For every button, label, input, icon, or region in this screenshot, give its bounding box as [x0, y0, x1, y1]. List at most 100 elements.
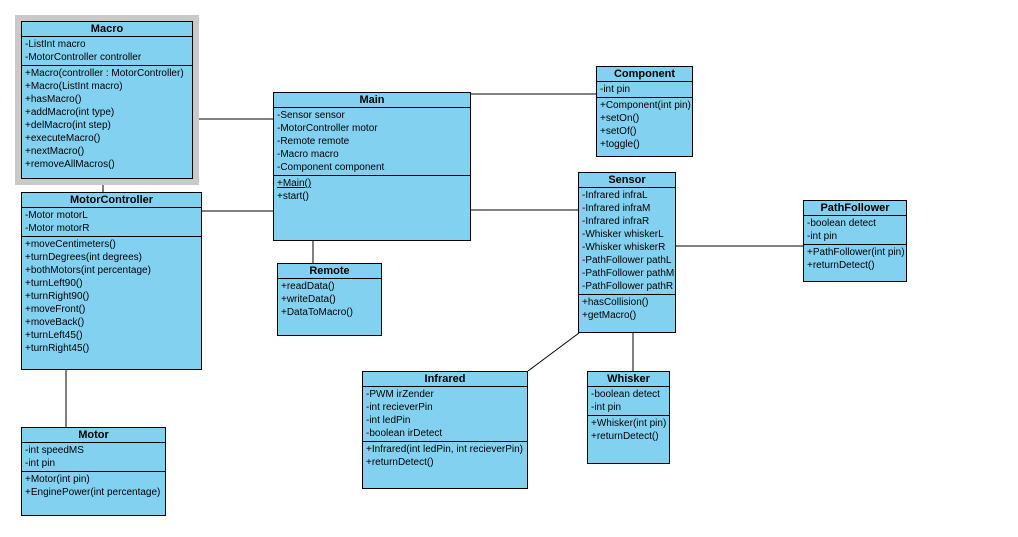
method-row: +removeAllMacros(): [25, 159, 115, 170]
method-row: +turnRight45(): [25, 343, 90, 354]
class-title: Remote: [278, 264, 381, 279]
method-row: +delMacro(int step): [25, 120, 111, 131]
methods-compartment: +Component(int pin) +setOn() +setOf() +t…: [597, 98, 692, 156]
method-row: +Infrared(int ledPin, int recieverPin): [366, 444, 524, 455]
attributes-compartment: -boolean detect -int pin: [588, 387, 669, 416]
attribute-row: -Macro macro: [277, 149, 339, 160]
method-row: +returnDetect(): [366, 457, 434, 468]
attribute-row: -int pin: [807, 231, 838, 242]
attributes-compartment: -Infrared infraL -Infrared infraM -Infra…: [579, 188, 675, 295]
attribute-row: -Infrared infraR: [582, 216, 650, 227]
method-row: +addMacro(int type): [25, 107, 115, 118]
attributes-compartment: -Motor motorL -Motor motorR: [22, 208, 201, 237]
methods-compartment: +PathFollower(int pin) +returnDetect(): [804, 245, 906, 281]
attribute-row: -PathFollower pathL: [582, 255, 672, 266]
method-row: +nextMacro(): [25, 146, 85, 157]
attribute-row: -Motor motorL: [25, 210, 88, 221]
attribute-row: -Sensor sensor: [277, 110, 345, 121]
class-infrared[interactable]: Infrared -PWM irZender -int recieverPin …: [362, 371, 528, 489]
attributes-compartment: -PWM irZender -int recieverPin -int ledP…: [363, 387, 527, 442]
class-component[interactable]: Component -int pin +Component(int pin) +…: [596, 66, 693, 157]
attribute-row: -MotorController motor: [277, 123, 378, 134]
class-whisker[interactable]: Whisker -boolean detect -int pin +Whiske…: [587, 371, 670, 464]
method-row: +getMacro(): [582, 310, 637, 321]
class-motorcontroller[interactable]: MotorController -Motor motorL -Motor mot…: [21, 192, 202, 370]
attribute-row: -Whisker whiskerL: [582, 229, 664, 240]
attribute-row: -Infrared infraL: [582, 190, 648, 201]
method-row: +turnLeft90(): [25, 278, 83, 289]
methods-compartment: +moveCentimeters() +turnDegrees(int degr…: [22, 237, 201, 369]
attribute-row: -boolean detect: [591, 389, 660, 400]
attribute-row: -Infrared infraM: [582, 203, 651, 214]
class-title: Whisker: [588, 372, 669, 387]
method-row: +toggle(): [600, 139, 640, 150]
method-row: +start(): [277, 191, 309, 202]
class-title: MotorController: [22, 193, 201, 208]
method-row: +turnDegrees(int degrees): [25, 252, 143, 263]
method-row: +Macro(controller : MotorController): [25, 68, 184, 79]
method-row: +turnRight90(): [25, 291, 90, 302]
method-row: +EnginePower(int percentage): [25, 487, 161, 498]
method-row: +readData(): [281, 281, 335, 292]
class-main[interactable]: Main -Sensor sensor -MotorController mot…: [273, 92, 471, 241]
attribute-row: -PathFollower pathR: [582, 281, 674, 292]
method-row: +moveFront(): [25, 304, 86, 315]
attribute-row: -int ledPin: [366, 415, 411, 426]
attribute-row: -ListInt macro: [25, 39, 86, 50]
attributes-compartment: -int speedMS -int pin: [22, 443, 165, 472]
class-macro[interactable]: Macro -ListInt macro -MotorController co…: [21, 21, 193, 179]
method-row: +hasMacro(): [25, 94, 82, 105]
method-row: +DataToMacro(): [281, 307, 353, 318]
class-title: Infrared: [363, 372, 527, 387]
method-row: +executeMacro(): [25, 133, 101, 144]
method-row: +writeData(): [281, 294, 336, 305]
class-remote[interactable]: Remote +readData() +writeData() +DataToM…: [277, 263, 382, 336]
method-row: +Main(): [274, 177, 470, 190]
attribute-row: -int recieverPin: [366, 402, 433, 413]
edge-sensor-infrared[interactable]: [527, 332, 580, 372]
method-row: +PathFollower(int pin): [807, 247, 905, 258]
class-sensor[interactable]: Sensor -Infrared infraL -Infrared infraM…: [578, 172, 676, 333]
attribute-row: -int speedMS: [25, 445, 84, 456]
method-row: +hasCollision(): [582, 297, 649, 308]
attribute-row: -Whisker whiskerR: [582, 242, 666, 253]
method-row: +Whisker(int pin): [591, 418, 667, 429]
methods-compartment: +Infrared(int ledPin, int recieverPin) +…: [363, 442, 527, 488]
attributes-compartment: -int pin: [597, 82, 692, 98]
method-row: +returnDetect(): [807, 260, 875, 271]
class-title: Sensor: [579, 173, 675, 188]
static-method-label: +Main(): [277, 178, 312, 189]
class-title: Component: [597, 67, 692, 82]
method-row: +bothMotors(int percentage): [25, 265, 151, 276]
attributes-compartment: -Sensor sensor -MotorController motor -R…: [274, 108, 470, 176]
methods-compartment: +Whisker(int pin) +returnDetect(): [588, 416, 669, 463]
method-row: +Motor(int pin): [25, 474, 90, 485]
methods-compartment: +Main() +start(): [274, 176, 470, 240]
class-title: Macro: [22, 22, 192, 37]
class-motor[interactable]: Motor -int speedMS -int pin +Motor(int p…: [21, 427, 166, 516]
method-row: +setOf(): [600, 126, 637, 137]
methods-compartment: +readData() +writeData() +DataToMacro(): [278, 279, 381, 335]
attribute-row: -PWM irZender: [366, 389, 434, 400]
method-row: +returnDetect(): [591, 431, 659, 442]
attribute-row: -int pin: [600, 84, 631, 95]
attributes-compartment: -boolean detect -int pin: [804, 216, 906, 245]
method-row: +setOn(): [600, 113, 640, 124]
attribute-row: -int pin: [25, 458, 56, 469]
class-title: PathFollower: [804, 201, 906, 216]
attribute-row: -Remote remote: [277, 136, 350, 147]
methods-compartment: +Motor(int pin) +EnginePower(int percent…: [22, 472, 165, 515]
method-row: +moveBack(): [25, 317, 85, 328]
attribute-row: -PathFollower pathM: [582, 268, 675, 279]
class-title: Motor: [22, 428, 165, 443]
method-row: +turnLeft45(): [25, 330, 83, 341]
class-title: Main: [274, 93, 470, 108]
attribute-row: -MotorController controller: [25, 52, 142, 63]
method-row: +Macro(ListInt macro): [25, 81, 123, 92]
attribute-row: -boolean detect: [807, 218, 876, 229]
class-pathfollower[interactable]: PathFollower -boolean detect -int pin +P…: [803, 200, 907, 282]
attributes-compartment: -ListInt macro -MotorController controll…: [22, 37, 192, 66]
attribute-row: -Component component: [277, 162, 385, 173]
